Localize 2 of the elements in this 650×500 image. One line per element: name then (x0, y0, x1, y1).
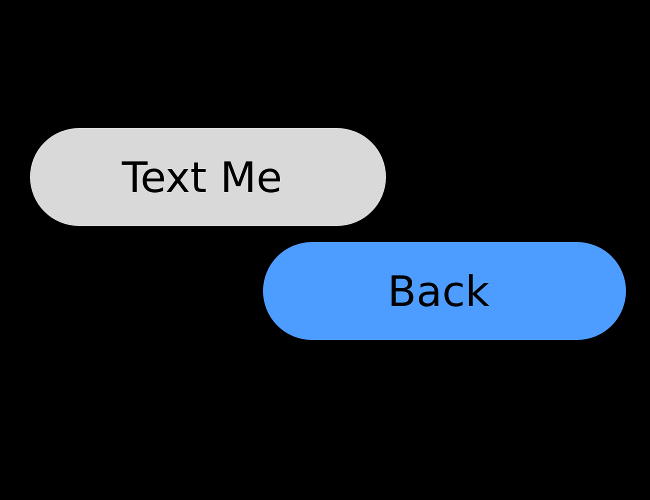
message-text: Text Me (122, 152, 282, 202)
message-text: Back (388, 266, 490, 316)
